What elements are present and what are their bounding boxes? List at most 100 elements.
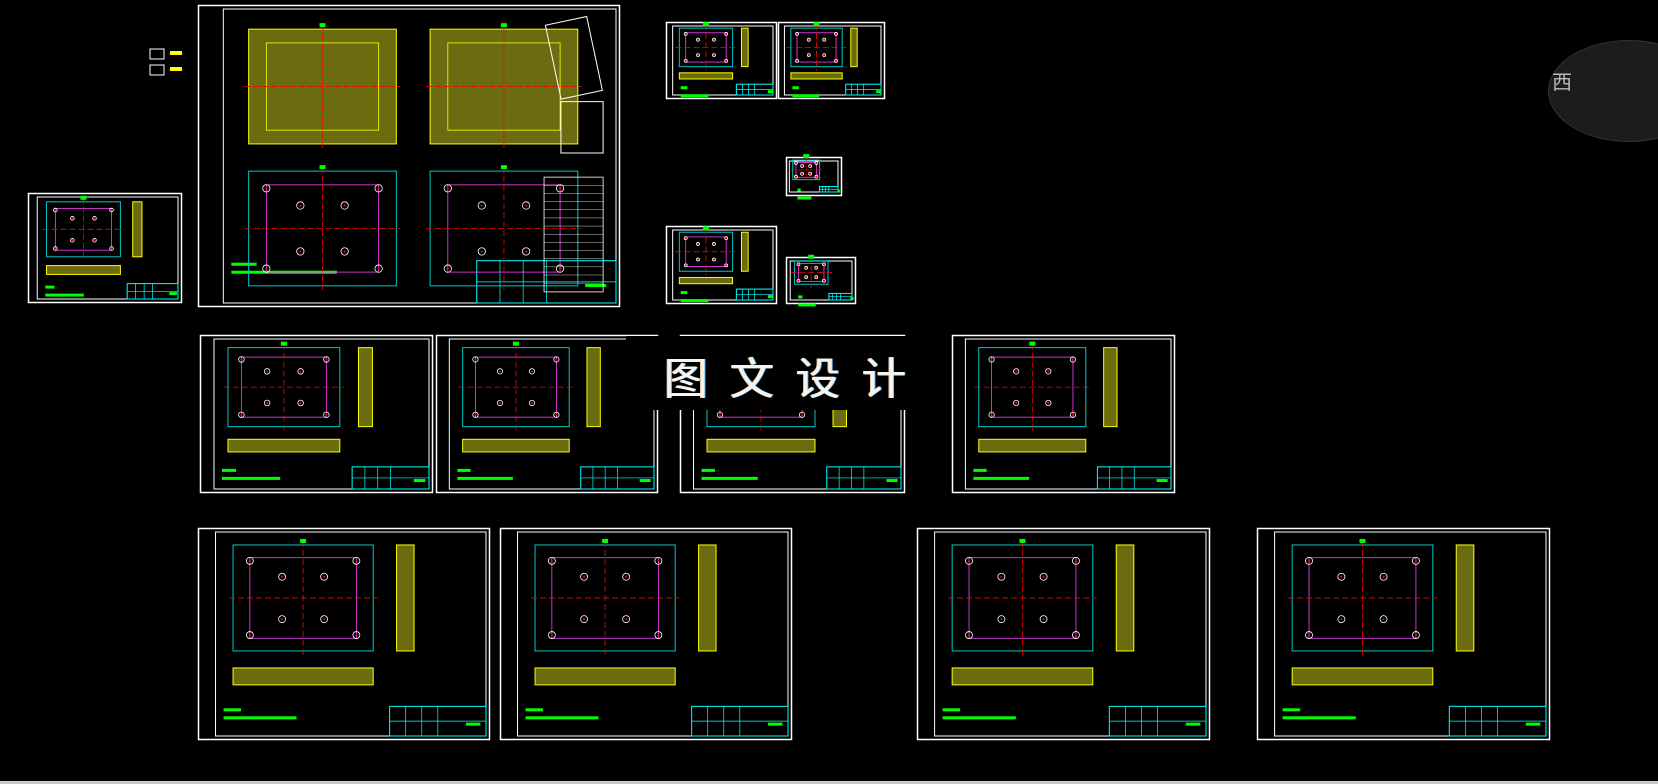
- hole: [92, 216, 97, 221]
- drawing-sheet-9[interactable]: [435, 334, 659, 494]
- drawing-sheet-2[interactable]: [197, 4, 621, 308]
- drawing-sheet-13[interactable]: [499, 527, 793, 741]
- technical-notes-text: [792, 94, 820, 98]
- hole-center: [355, 559, 358, 562]
- sheet-graphics: [916, 527, 1211, 741]
- hole-center: [299, 370, 302, 373]
- hole: [1069, 356, 1077, 363]
- hole: [555, 264, 565, 273]
- drawing-sheet-11[interactable]: [951, 334, 1176, 494]
- viewcube-direction-label[interactable]: 西: [1552, 70, 1572, 94]
- legend-symbol: [149, 48, 165, 60]
- hole-center: [530, 370, 533, 373]
- hole-center: [712, 38, 715, 41]
- dimension-label: [500, 23, 507, 28]
- hole-center: [377, 267, 380, 270]
- side-section-view: [1115, 544, 1135, 652]
- technical-notes-text: [680, 299, 709, 303]
- hole: [965, 556, 973, 565]
- hole-center: [968, 634, 971, 637]
- hole-center: [835, 32, 838, 35]
- drawing-sheet-15[interactable]: [1256, 527, 1551, 741]
- drawing-sheet-3[interactable]: [665, 21, 778, 100]
- bottom-section-view: [534, 667, 676, 686]
- sheet-outer-border: [27, 192, 183, 304]
- hole-center: [712, 258, 715, 261]
- hole: [806, 37, 811, 42]
- hole: [1045, 368, 1052, 375]
- title-block-text: [1525, 722, 1541, 726]
- title-block-text: [767, 90, 774, 94]
- hole: [1045, 399, 1052, 407]
- hole: [443, 264, 452, 273]
- drawing-sheet-4[interactable]: [777, 21, 886, 100]
- hole-center: [299, 250, 302, 253]
- sheet-outer-border: [197, 4, 621, 308]
- hole: [696, 37, 700, 42]
- hole-center: [1000, 618, 1003, 621]
- hole-center: [474, 413, 477, 416]
- hole: [716, 411, 724, 418]
- sheet-graphics: [199, 334, 434, 494]
- sheet-outer-border: [435, 334, 659, 494]
- hole-center: [657, 559, 660, 562]
- hole: [70, 238, 75, 243]
- sheet-graphics: [1256, 527, 1551, 741]
- drawing-sheet-7[interactable]: [785, 254, 857, 307]
- hole-center: [474, 358, 477, 361]
- sheet-outer-border: [197, 527, 491, 741]
- drawing-sheet-6[interactable]: [665, 225, 778, 305]
- drawing-sheet-12[interactable]: [197, 527, 491, 741]
- hole-center: [1015, 370, 1018, 373]
- technical-notes-heading: [231, 262, 257, 266]
- hole: [696, 257, 700, 262]
- drawing-sheet-5[interactable]: [785, 154, 843, 200]
- hole-center: [1015, 401, 1018, 404]
- hole-center: [712, 54, 715, 57]
- hole-center: [71, 217, 74, 220]
- hole-center: [807, 54, 810, 57]
- sheet-graphics: [499, 527, 793, 741]
- hole: [1013, 399, 1020, 407]
- side-section-view: [396, 544, 415, 652]
- hole: [822, 262, 826, 267]
- hole: [822, 37, 827, 42]
- dimension-label: [602, 538, 609, 543]
- title-block-text: [886, 479, 898, 483]
- hole-center: [696, 242, 699, 245]
- hole-center: [1000, 575, 1003, 578]
- hole: [814, 161, 819, 165]
- hole-center: [696, 54, 699, 57]
- title-block-text: [585, 283, 607, 287]
- technical-notes-text: [221, 476, 281, 480]
- title-block-text: [767, 722, 783, 726]
- dimension-label: [803, 154, 810, 159]
- hole: [547, 631, 556, 639]
- sheet-outer-border: [665, 225, 778, 305]
- hole: [472, 411, 479, 418]
- hole-center: [809, 164, 812, 167]
- drawing-sheet-8[interactable]: [199, 334, 434, 494]
- hole-center: [248, 634, 251, 637]
- sheet-graphics: [665, 225, 778, 305]
- hole-center: [1382, 575, 1385, 578]
- sheet-inner-border: [964, 338, 1172, 490]
- technical-notes-heading: [1282, 708, 1301, 712]
- hole: [622, 615, 631, 624]
- drawing-sheet-1[interactable]: [27, 192, 183, 304]
- hole: [712, 37, 716, 42]
- hole-center: [555, 358, 558, 361]
- hole: [800, 164, 805, 168]
- legend-symbols[interactable]: [148, 45, 186, 81]
- hole-center: [725, 59, 728, 62]
- technical-notes-heading: [798, 295, 803, 299]
- title-block-text: [767, 295, 774, 299]
- drawing-sheet-14[interactable]: [916, 527, 1211, 741]
- dimension-label: [813, 22, 820, 27]
- hole-center: [1308, 634, 1311, 637]
- hole-center: [498, 370, 501, 373]
- hole: [834, 32, 838, 36]
- layout-tabs-bar[interactable]: [0, 781, 1658, 784]
- hole: [712, 242, 716, 246]
- hole-center: [797, 279, 800, 282]
